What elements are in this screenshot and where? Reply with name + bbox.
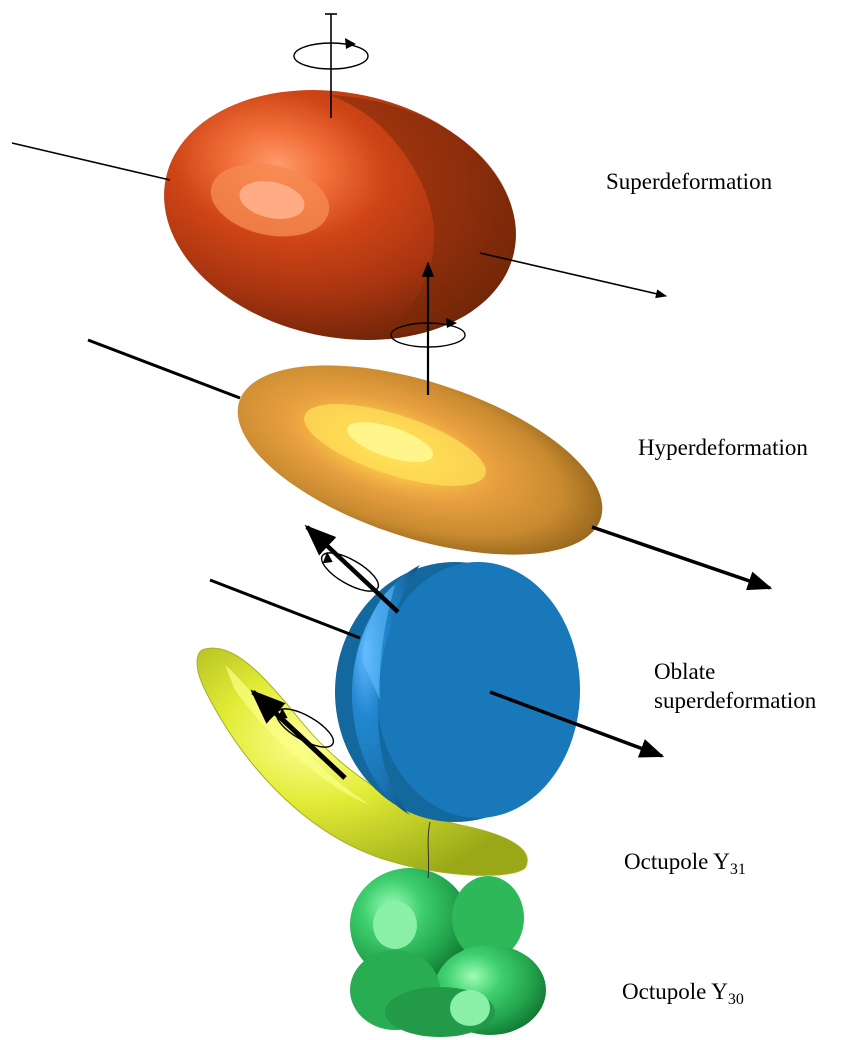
label-oblate-superdeformation: Oblate superdeformation (654, 658, 816, 716)
oblate-rotation-axis (307, 527, 398, 612)
sd-axis-left (12, 143, 170, 180)
label-octupole-y30-text: Octupole Y (622, 979, 728, 1004)
octupole-y30-shape (350, 868, 546, 1037)
superdeformed-shape (141, 59, 540, 372)
hyperdeformed-shape (215, 327, 625, 593)
label-octupole-y30-sub: 30 (728, 991, 744, 1008)
oblate-rotation-ring (316, 546, 383, 599)
hd-axis-left (88, 340, 240, 398)
label-superdeformation: Superdeformation (606, 168, 772, 197)
oblate-axis-left (210, 580, 360, 638)
label-oblate-line1: Oblate (654, 658, 816, 687)
label-oblate-line2: superdeformation (654, 687, 816, 716)
oblate-superdeformed-shape (335, 562, 580, 822)
label-octupole-y31-text: Octupole Y (624, 849, 730, 874)
hd-axis-right (592, 527, 770, 588)
label-octupole-y31: Octupole Y31 (624, 848, 746, 880)
sd-axis-right (480, 253, 666, 296)
label-octupole-y30: Octupole Y30 (622, 978, 744, 1010)
label-octupole-y31-sub: 31 (730, 861, 746, 878)
label-hyperdeformation: Hyperdeformation (638, 434, 808, 463)
